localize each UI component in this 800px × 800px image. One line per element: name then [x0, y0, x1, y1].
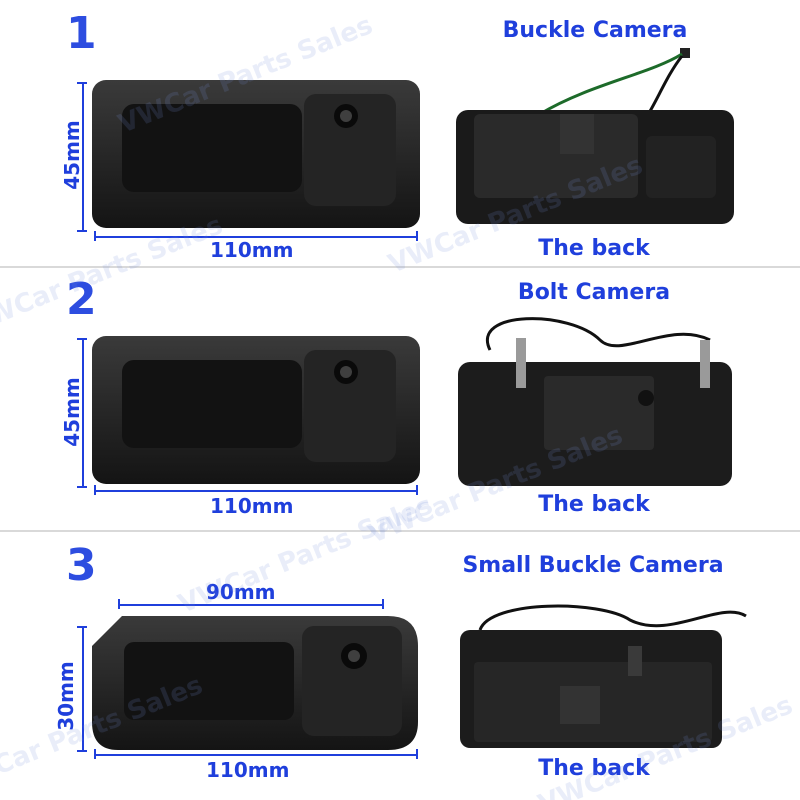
- dimension-tick: [77, 486, 87, 488]
- dimension-tick: [94, 231, 96, 241]
- dimension-tick: [94, 749, 96, 759]
- back-view-photo: [458, 317, 732, 486]
- width-dimension-line: [94, 490, 418, 492]
- height-dimension-line: [82, 338, 84, 488]
- section-number: 3: [66, 540, 97, 591]
- front-handle-photo: [92, 616, 418, 750]
- dimension-tick: [416, 485, 418, 495]
- dimension-tick: [77, 230, 87, 232]
- product-title: Buckle Camera: [502, 18, 688, 43]
- dimension-tick: [416, 231, 418, 241]
- dimension-tick: [77, 750, 87, 752]
- product-title: Small Buckle Camera: [462, 553, 724, 578]
- top-width-dimension-label: 90mm: [206, 580, 276, 604]
- height-dimension-label: 45mm: [60, 120, 84, 190]
- dimension-tick: [77, 338, 87, 340]
- front-handle-photo: [92, 80, 420, 228]
- back-view-photo: [456, 48, 734, 224]
- width-dimension-label: 110mm: [210, 494, 294, 518]
- width-dimension-label: 110mm: [206, 758, 290, 782]
- section-divider: [0, 530, 800, 532]
- back-view-label: The back: [538, 492, 650, 517]
- section-number: 2: [66, 274, 97, 325]
- top-width-dimension-line: [118, 604, 384, 606]
- dimension-tick: [77, 626, 87, 628]
- height-dimension-line: [82, 626, 84, 752]
- section-number: 1: [66, 8, 97, 59]
- height-dimension-label: 45mm: [60, 377, 84, 447]
- dimension-tick: [118, 599, 120, 609]
- dimension-tick: [416, 749, 418, 759]
- product-title: Bolt Camera: [517, 280, 671, 305]
- dimension-tick: [77, 82, 87, 84]
- height-dimension-line: [82, 82, 84, 232]
- back-view-photo: [460, 604, 747, 748]
- width-dimension-line: [94, 236, 418, 238]
- width-dimension-line: [94, 754, 418, 756]
- section-divider: [0, 266, 800, 268]
- back-view-label: The back: [538, 236, 650, 261]
- back-view-label: The back: [538, 756, 650, 781]
- front-handle-photo: [92, 336, 420, 484]
- dimension-tick: [94, 485, 96, 495]
- dimension-tick: [382, 599, 384, 609]
- width-dimension-label: 110mm: [210, 238, 294, 262]
